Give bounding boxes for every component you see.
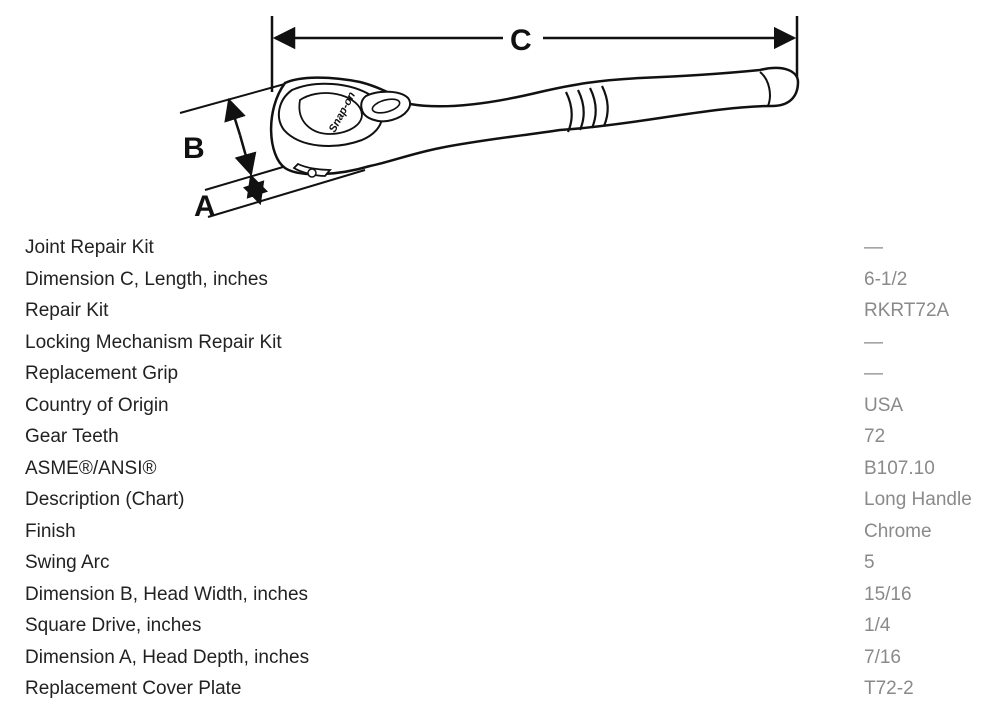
spec-row: Locking Mechanism Repair Kit — (0, 329, 1000, 361)
spec-label: Square Drive, inches (25, 615, 202, 636)
ratchet-diagram-svg: C B A Snap-on (179, 16, 800, 223)
spec-value: Long Handle (864, 489, 972, 510)
ratchet-dimension-diagram: C B A Snap-on (0, 0, 1000, 232)
spec-value: 15/16 (864, 583, 912, 605)
ratchet-selector-slot (371, 98, 401, 114)
spec-row: Replacement Grip — (0, 360, 1000, 392)
ratchet-drive-ball (307, 168, 317, 178)
spec-value: RKRT72A (864, 300, 950, 321)
spec-label: Replacement Cover Plate (25, 678, 242, 699)
dimension-a-arrow-down (242, 180, 265, 206)
spec-row: Replacement Cover Plate T72-2 (0, 675, 1000, 707)
spec-label: ASME®/ANSI® (25, 457, 157, 479)
spec-row: Dimension B, Head Width, inches 15/16 (0, 581, 1000, 613)
dimension-b-arrow-up (224, 97, 246, 136)
spec-row: Country of Origin USA (0, 392, 1000, 424)
spec-row: Gear Teeth 72 (0, 423, 1000, 455)
spec-label: Gear Teeth (25, 426, 119, 447)
spec-label: Finish (25, 520, 76, 542)
dimension-a-label: A (194, 190, 216, 223)
spec-value: T72-2 (864, 678, 914, 699)
spec-label: Replacement Grip (25, 363, 179, 384)
dimension-a-arrow-up (246, 173, 269, 199)
dimension-c-label: C (510, 24, 532, 57)
spec-label: Description (Chart) (25, 489, 185, 510)
spec-row: Finish Chrome (0, 518, 1000, 550)
spec-row: Dimension C, Length, inches 6-1/2 (0, 266, 1000, 298)
spec-label: Locking Mechanism Repair Kit (25, 331, 282, 353)
spec-label: Repair Kit (25, 300, 109, 321)
spec-value: 72 (864, 426, 886, 447)
spec-row: Dimension A, Head Depth, inches 7/16 (0, 644, 1000, 676)
spec-label: Country of Origin (25, 394, 169, 416)
spec-value: Chrome (864, 520, 932, 542)
spec-label: Dimension C, Length, inches (25, 268, 268, 290)
dimension-b-top-extension (179, 81, 293, 114)
spec-value: 1/4 (864, 615, 891, 636)
spec-row: Square Drive, inches 1/4 (0, 612, 1000, 644)
spec-label: Swing Arc (25, 552, 110, 573)
spec-row: Joint Repair Kit — (0, 234, 1000, 266)
spec-row: ASME®/ANSI® B107.10 (0, 455, 1000, 487)
spec-value: — (864, 331, 883, 353)
spec-value: USA (864, 394, 904, 416)
spec-value: — (864, 363, 883, 384)
spec-value: 6-1/2 (864, 268, 908, 290)
handle-ring-3 (589, 87, 597, 129)
ratchet-body-outline (269, 66, 800, 176)
spec-label: Dimension A, Head Depth, inches (25, 646, 310, 668)
handle-ring-2 (577, 89, 585, 131)
ratchet-logo-ring (298, 92, 363, 135)
spec-label: Dimension B, Head Width, inches (25, 583, 309, 605)
spec-row: Description (Chart) Long Handle (0, 486, 1000, 518)
handle-ring-1 (565, 91, 573, 133)
dimension-b-arrow-down (234, 134, 257, 177)
spec-row: Repair Kit RKRT72A (0, 297, 1000, 329)
ratchet-head-plate (277, 82, 384, 147)
specifications-table: Joint Repair Kit — Dimension C, Length, in… (0, 234, 1000, 707)
dimension-a-bottom-extension (207, 169, 366, 218)
spec-value: B107.10 (864, 457, 935, 479)
spec-value: — (864, 237, 883, 258)
handle-end-cap (759, 71, 771, 107)
handle-ring-4 (601, 85, 609, 127)
spec-value: 5 (864, 552, 875, 573)
dimension-b-label: B (183, 132, 205, 165)
ratchet-selector-lever (360, 90, 411, 123)
spec-label: Joint Repair Kit (25, 237, 154, 258)
spec-row: Swing Arc 5 (0, 549, 1000, 581)
spec-value: 7/16 (864, 646, 901, 668)
